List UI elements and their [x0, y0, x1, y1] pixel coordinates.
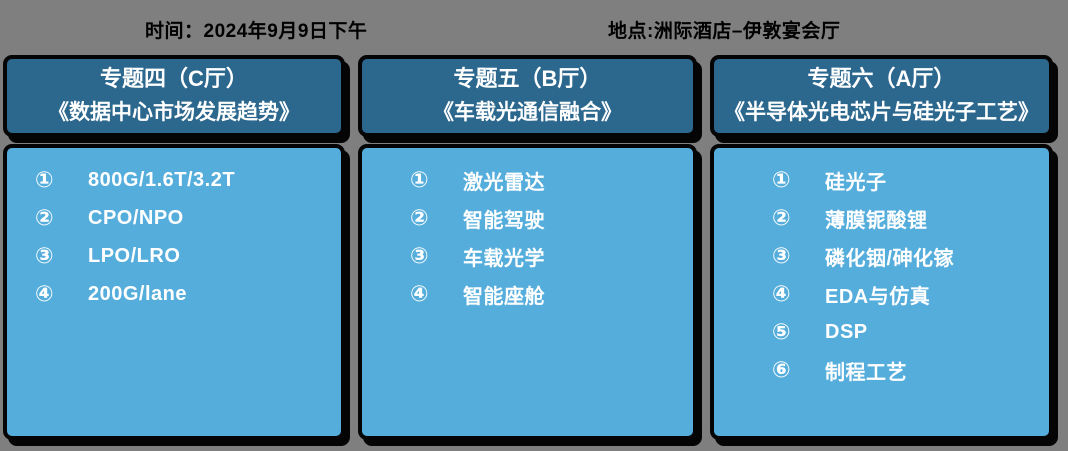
- circled-number-icon: ③: [772, 243, 791, 268]
- list-item-label: DSP: [825, 320, 868, 343]
- list-item: ③ 车载光学: [410, 237, 693, 275]
- list-item-label: 智能驾驶: [463, 209, 545, 232]
- list-item: ④ 200G/lane: [35, 275, 341, 313]
- list-item-label: 薄膜铌酸锂: [825, 209, 928, 232]
- panel-body: ① 硅光子 ② 薄膜铌酸锂 ③ 磷化铟/砷化镓 ④ EDA与仿真 ⑤ DSP ⑥…: [710, 144, 1053, 440]
- panels-row: 专题四（C厅） 《数据中心市场发展趋势》 ① 800G/1.6T/3.2T ② …: [3, 55, 1053, 440]
- list-item: ① 硅光子: [772, 161, 1049, 199]
- list-item: ③ 磷化铟/砷化镓: [772, 237, 1049, 275]
- time-label: 时间：2024年9月9日下午: [145, 21, 368, 42]
- panel-header: 专题四（C厅） 《数据中心市场发展趋势》: [3, 55, 345, 137]
- list-item: ④ 智能座舱: [410, 275, 693, 313]
- panel-topic-6-hall-a: 专题六（A厅） 《半导体光电芯片与硅光子工艺》 ① 硅光子 ② 薄膜铌酸锂 ③ …: [710, 55, 1053, 440]
- panel-body: ① 激光雷达 ② 智能驾驶 ③ 车载光学 ④ 智能座舱: [358, 144, 697, 440]
- panel-subtitle: 《车载光通信融合》: [433, 101, 622, 124]
- circled-number-icon: ⑥: [772, 357, 791, 382]
- circled-number-icon: ⑤: [772, 319, 791, 344]
- circled-number-icon: ③: [410, 243, 429, 268]
- list-item: ③ LPO/LRO: [35, 237, 341, 275]
- list-item-label: 智能座舱: [463, 285, 545, 308]
- list-item-label: CPO/NPO: [88, 206, 184, 229]
- circled-number-icon: ①: [35, 167, 54, 192]
- list-item: ② CPO/NPO: [35, 199, 341, 237]
- circled-number-icon: ④: [410, 281, 429, 306]
- panel-title: 专题五（B厅）: [453, 66, 602, 91]
- list-item: ② 智能驾驶: [410, 199, 693, 237]
- circled-number-icon: ④: [772, 281, 791, 306]
- panel-body: ① 800G/1.6T/3.2T ② CPO/NPO ③ LPO/LRO ④ 2…: [3, 144, 345, 440]
- circled-number-icon: ③: [35, 243, 54, 268]
- list-item: ① 800G/1.6T/3.2T: [35, 161, 341, 199]
- list-item: ④ EDA与仿真: [772, 275, 1049, 313]
- circled-number-icon: ②: [410, 205, 429, 230]
- list-item-label: LPO/LRO: [88, 244, 181, 267]
- location-label: 地点:洲际酒店–伊敦宴会厅: [608, 21, 841, 42]
- list-item-label: 制程工艺: [825, 361, 907, 384]
- circled-number-icon: ②: [35, 205, 54, 230]
- panel-title: 专题六（A厅）: [807, 66, 956, 91]
- list-item-label: 800G/1.6T/3.2T: [88, 168, 236, 191]
- circled-number-icon: ①: [772, 167, 791, 192]
- list-item-label: EDA与仿真: [825, 285, 931, 308]
- panel-header: 专题六（A厅） 《半导体光电芯片与硅光子工艺》: [710, 55, 1053, 137]
- list-item-label: 200G/lane: [88, 282, 188, 305]
- panel-title: 专题四（C厅）: [100, 66, 248, 91]
- list-item: ② 薄膜铌酸锂: [772, 199, 1049, 237]
- list-item: ① 激光雷达: [410, 161, 693, 199]
- panel-subtitle: 《数据中心市场发展趋势》: [48, 101, 300, 124]
- panel-subtitle: 《半导体光电芯片与硅光子工艺》: [724, 101, 1039, 124]
- list-item-label: 激光雷达: [463, 171, 545, 194]
- panel-header: 专题五（B厅） 《车载光通信融合》: [358, 55, 697, 137]
- panel-topic-4-hall-c: 专题四（C厅） 《数据中心市场发展趋势》 ① 800G/1.6T/3.2T ② …: [3, 55, 345, 440]
- list-item: ⑥ 制程工艺: [772, 351, 1049, 389]
- list-item-label: 车载光学: [463, 247, 545, 270]
- circled-number-icon: ①: [410, 167, 429, 192]
- circled-number-icon: ④: [35, 281, 54, 306]
- list-item: ⑤ DSP: [772, 313, 1049, 351]
- list-item-label: 磷化铟/砷化镓: [825, 247, 955, 270]
- panel-topic-5-hall-b: 专题五（B厅） 《车载光通信融合》 ① 激光雷达 ② 智能驾驶 ③ 车载光学 ④…: [358, 55, 697, 440]
- circled-number-icon: ②: [772, 205, 791, 230]
- list-item-label: 硅光子: [825, 171, 887, 194]
